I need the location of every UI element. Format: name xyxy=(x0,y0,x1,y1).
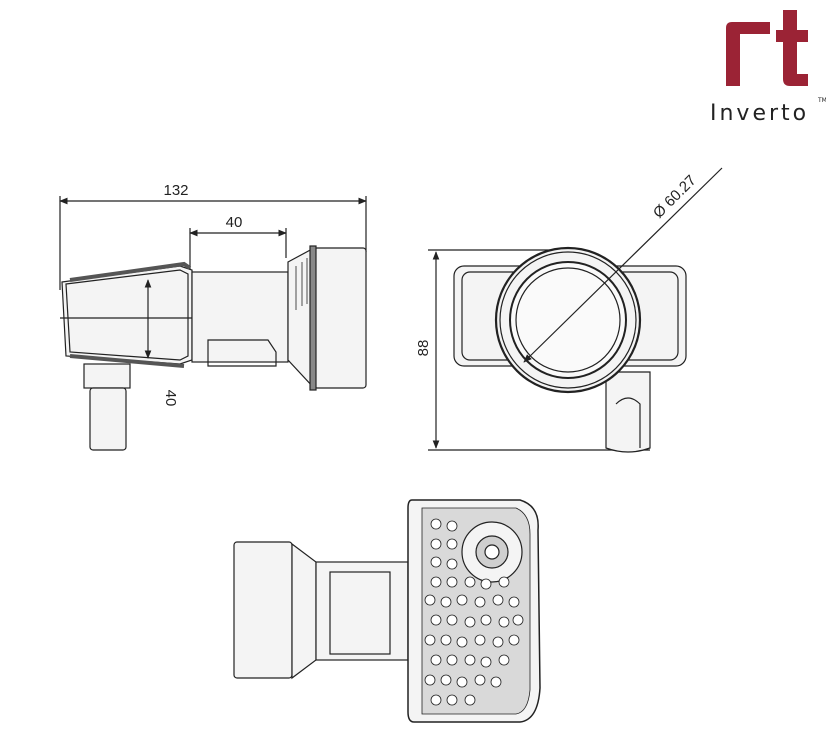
connector-base xyxy=(83,363,131,389)
trademark-symbol: TM xyxy=(817,97,826,104)
f-connector xyxy=(89,387,127,451)
front-view xyxy=(428,167,723,453)
top-neck-window xyxy=(329,571,391,655)
body-rim xyxy=(309,245,317,391)
dim-neck-length: 40 xyxy=(226,214,243,231)
connector-pin xyxy=(484,544,500,560)
feed-flange-inner xyxy=(499,251,637,389)
front-connector-slot xyxy=(615,397,641,448)
neck-housing xyxy=(207,339,277,367)
brand-name: Inverto xyxy=(710,101,809,126)
inverto-logo-mark xyxy=(726,10,808,86)
feed-horn xyxy=(61,265,193,365)
top-cap xyxy=(233,541,293,679)
dimension-line-diameter xyxy=(523,167,723,363)
feed-horn-inner xyxy=(65,269,189,361)
dim-total-length: 132 xyxy=(163,182,188,199)
vent-holes xyxy=(424,518,524,706)
horn-ribs-top xyxy=(69,261,192,282)
top-taper xyxy=(291,542,317,680)
feed-aperture-inner xyxy=(515,267,621,373)
top-view xyxy=(233,499,541,723)
dim-body-height: 88 xyxy=(415,340,432,357)
dim-feed-height: 40 xyxy=(162,390,179,407)
front-connector xyxy=(605,371,651,453)
horn-ribs-bottom xyxy=(69,354,185,368)
side-view xyxy=(59,196,367,451)
side-label-text xyxy=(295,258,308,310)
top-neck xyxy=(315,561,409,661)
inverto-logo: Inverto TM xyxy=(710,10,826,126)
body-cap xyxy=(313,247,367,389)
